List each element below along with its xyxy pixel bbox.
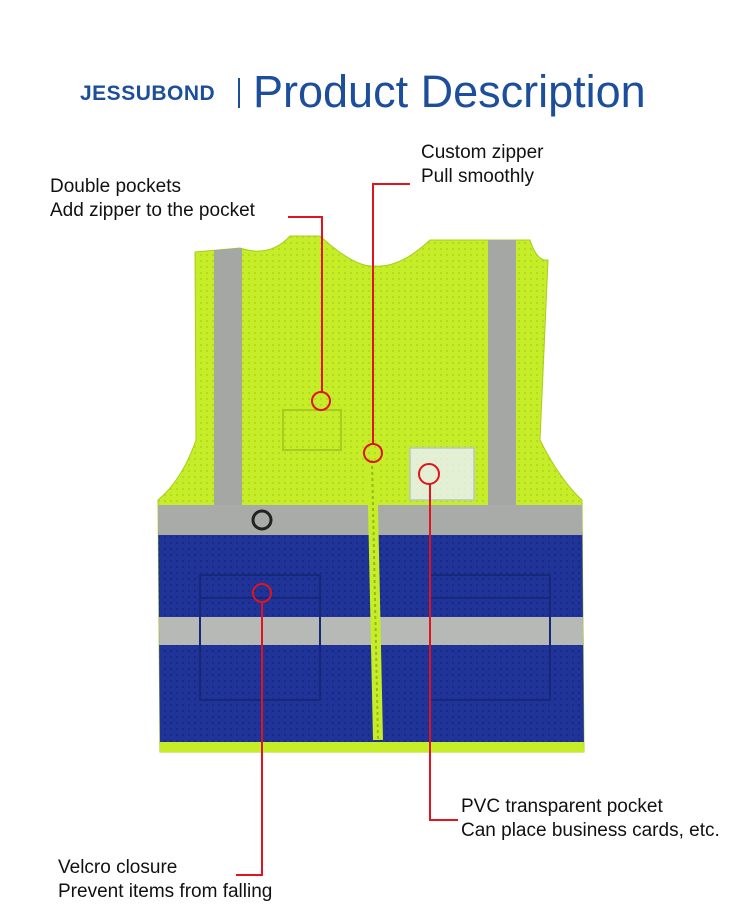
- callout-zipper-line2: Pull smoothly: [421, 166, 534, 187]
- header-divider: [238, 78, 240, 108]
- callout-pockets-line1: Double pockets: [50, 176, 181, 197]
- brand-logo: JESSUBOND: [80, 82, 216, 105]
- callout-zipper-line1: Custom zipper: [421, 142, 544, 163]
- callout-pvc-line1: PVC transparent pocket: [461, 796, 663, 817]
- lower-reflective-band: [158, 617, 584, 645]
- vest-body: [157, 235, 585, 753]
- callout-pockets-line2: Add zipper to the pocket: [50, 200, 255, 221]
- right-reflective-strip: [488, 240, 516, 510]
- zipper-leader: [372, 183, 410, 445]
- callout-velcro-line2: Prevent items from falling: [58, 881, 273, 902]
- page-header: JESSUBOND Product Description: [0, 62, 750, 122]
- left-chest-pocket: [282, 409, 342, 451]
- velcro-leader: [236, 603, 263, 876]
- callout-velcro-line1: Velcro closure: [58, 857, 178, 878]
- callout-pvc-pocket: PVC transparent pocket Can place busines…: [461, 795, 720, 843]
- callout-double-pockets: Double pockets Add zipper to the pocket: [50, 175, 255, 223]
- callout-custom-zipper: Custom zipper Pull smoothly: [421, 141, 544, 189]
- left-lower-pocket: [199, 574, 321, 701]
- page-title: Product Description: [253, 66, 646, 117]
- callout-pvc-line2: Can place business cards, etc.: [461, 820, 720, 841]
- pockets-leader: [288, 216, 323, 392]
- callout-velcro-closure: Velcro closure Prevent items from fallin…: [58, 856, 272, 904]
- pvc-leader: [429, 483, 458, 821]
- pvc-pocket: [409, 447, 475, 501]
- leader-lines: [236, 183, 458, 876]
- left-reflective-strip: [214, 240, 242, 510]
- d-ring: [251, 509, 273, 531]
